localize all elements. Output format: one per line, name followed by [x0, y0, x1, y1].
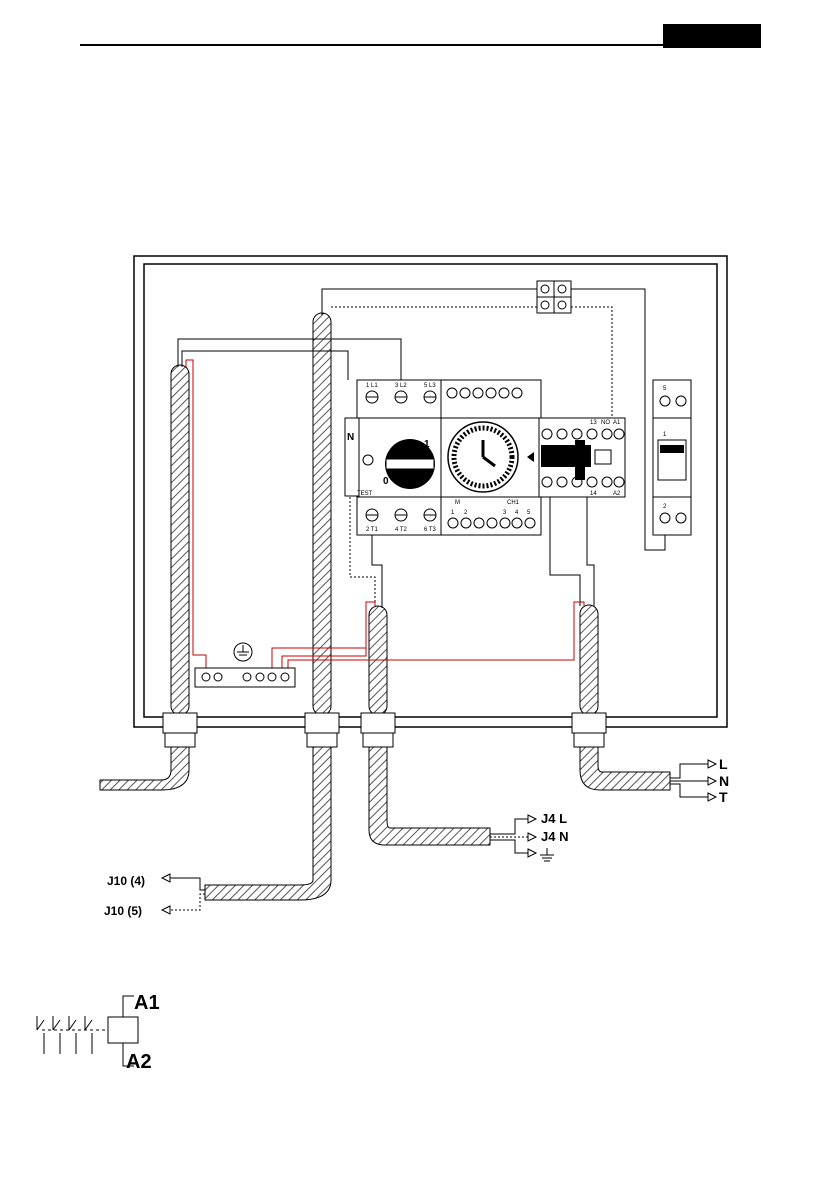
contactor: 13 NO A1 14 A2	[539, 418, 625, 497]
external-cables	[100, 747, 670, 900]
contactor-terminal-no: NO	[601, 420, 610, 426]
coil-label-a2: A2	[126, 1051, 152, 1073]
contactor-terminal-14: 14	[590, 491, 597, 497]
earth-bar	[195, 643, 295, 687]
breaker-label-n: N	[347, 432, 354, 443]
supply-label-n: N	[719, 773, 729, 789]
breaker-terminal-top-1: 1 L1	[366, 383, 378, 389]
contactor-terminal-a2: A2	[613, 491, 621, 497]
breaker-terminal-bottom-3: 6 T3	[424, 527, 437, 533]
breaker-position-off: 0	[383, 476, 389, 487]
cable-glands	[163, 713, 606, 747]
breaker-position-on: 1	[424, 439, 430, 450]
j4-label-n: J4 N	[541, 829, 568, 844]
j4-label-l: J4 L	[541, 811, 567, 826]
supply-label-l: L	[719, 756, 728, 772]
breaker-terminal-bottom-1: 2 T1	[366, 527, 379, 533]
breaker-terminal-top-3: 5 L3	[424, 383, 436, 389]
j10-label-4: J10 (4)	[107, 874, 145, 888]
breaker-terminal-top-2: 3 L2	[395, 383, 407, 389]
timer-module: M CH1 1 2 3 4 5	[441, 380, 541, 535]
relay-module: 5 1 2	[653, 380, 691, 535]
coil-label-a1: A1	[134, 992, 160, 1014]
junction-block	[537, 281, 571, 313]
j4-earth-icon	[540, 848, 554, 861]
breaker-label-test: TEST	[357, 491, 373, 497]
coil-symbol	[37, 996, 138, 1066]
j10-label-5: J10 (5)	[104, 904, 142, 918]
timer-label-m: M	[455, 500, 460, 506]
timer-label-ch1: CH1	[507, 500, 520, 506]
supply-label-t: T	[719, 789, 728, 805]
breaker-terminal-bottom-2: 4 T2	[395, 527, 408, 533]
circuit-breaker: 1 L1 3 L2 5 L3 2 T1 4 T2 6 T3 1 0 N TEST	[345, 380, 441, 535]
contactor-terminal-a1: A1	[613, 420, 621, 426]
contactor-terminal-13: 13	[590, 420, 597, 426]
